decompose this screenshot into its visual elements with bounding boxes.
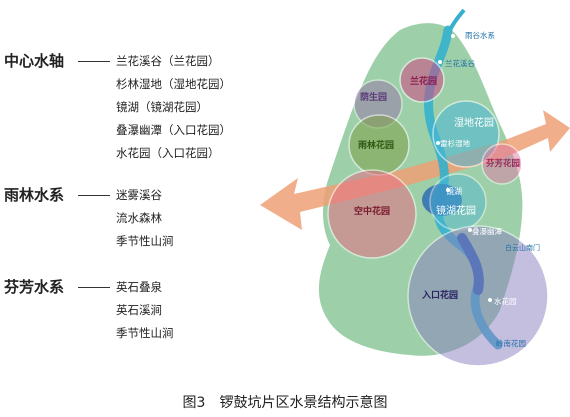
map-label: 白云山南门 xyxy=(505,243,540,252)
map-label: 叠瀑幽潭 xyxy=(472,226,502,236)
map-svg: 雨谷水系 兰花溪谷 兰花园 荫生园 湿地花园 雷杉湿地 雨林花园 芬芳花园 镜湖… xyxy=(260,8,570,367)
marker-dot xyxy=(438,60,442,64)
legend-item: 叠瀑幽潭（入口花园） xyxy=(116,123,231,137)
marker-dot xyxy=(436,141,440,145)
sky-garden-circle xyxy=(327,169,417,259)
map-label: 镜湖 xyxy=(446,186,462,196)
legend-item: 英石叠泉 xyxy=(116,280,162,294)
legend-panel: 中心水轴 兰花溪谷（兰花园） 杉林湿地（湿地花园） 镜湖（镜湖花园） 叠瀑幽潭（… xyxy=(0,0,260,360)
mirror-lake-garden-circle xyxy=(429,173,487,231)
marker-dot xyxy=(446,188,450,192)
water-structure-map: 雨谷水系 兰花溪谷 兰花园 荫生园 湿地花园 雷杉湿地 雨林花园 芬芳花园 镜湖… xyxy=(250,0,570,372)
entrance-garden-circle xyxy=(407,225,549,367)
legend-item: 季节性山涧 xyxy=(116,234,174,248)
legend-item: 英石溪涧 xyxy=(116,303,162,317)
group-title-central-water-axis: 中心水轴 xyxy=(4,52,65,70)
legend-item: 杉林湿地（湿地花园） xyxy=(116,77,231,91)
legend-item: 季节性山涧 xyxy=(116,326,174,340)
legend-item: 兰花溪谷（兰花园） xyxy=(116,54,220,68)
marker-dot xyxy=(468,228,472,232)
fragrant-garden-circle xyxy=(481,143,523,185)
map-label: 雨林花园 xyxy=(358,139,394,151)
legend-item: 镜湖（镜湖花园） xyxy=(116,100,208,114)
group-connector-line xyxy=(78,61,110,62)
map-label: 入口花园 xyxy=(421,289,458,301)
marker-dot xyxy=(488,298,492,302)
map-label: 镜湖花园 xyxy=(436,204,476,217)
map-label: 雨谷水系 xyxy=(465,30,495,40)
mirror-lake xyxy=(422,184,462,216)
map-label: 水花园 xyxy=(494,296,517,306)
group-connector-line xyxy=(78,195,110,196)
map-label: 湿地花园 xyxy=(454,116,494,129)
legend-item: 水花园（入口花园） xyxy=(116,146,220,160)
upper-stream xyxy=(448,8,466,31)
legend-item: 迷雾溪谷 xyxy=(116,188,162,202)
map-label: 空中花园 xyxy=(354,205,390,217)
map-label: 兰花溪谷 xyxy=(445,58,475,68)
figure-caption: 图3 锣鼓坑片区水景结构示意图 xyxy=(182,395,388,411)
group-title-fragrant-water: 芬芳水系 xyxy=(4,278,65,296)
wetland-garden-circle xyxy=(432,100,500,168)
group-connector-line xyxy=(78,287,110,288)
map-label: 兰花园 xyxy=(410,75,437,87)
map-label: 雷杉湿地 xyxy=(440,138,470,148)
marker-dot xyxy=(451,34,455,38)
map-label: 芬芳花园 xyxy=(485,158,520,169)
legend-item: 流水森林 xyxy=(116,211,162,225)
group-title-rainforest-water: 雨林水系 xyxy=(4,186,65,204)
orchid-garden-circle xyxy=(399,57,445,103)
map-label: 岭南花园 xyxy=(496,338,526,348)
map-label: 荫生园 xyxy=(360,91,387,103)
